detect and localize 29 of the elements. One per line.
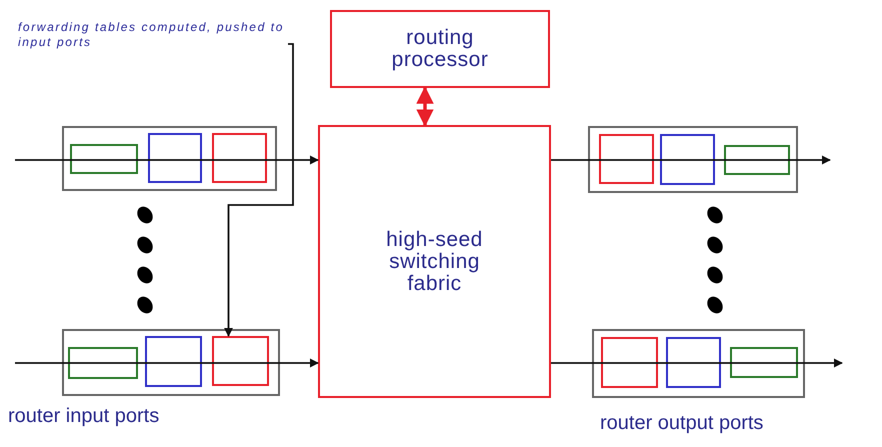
queue-box: [68, 347, 138, 379]
signal-arrow: [15, 358, 319, 368]
annotation-text: forwarding tables computed, pushed to input ports: [18, 20, 288, 50]
input-port-box: [62, 126, 277, 191]
queue-box: [666, 337, 721, 388]
queue-box: [212, 336, 269, 386]
input-port-box: [62, 329, 280, 396]
output-port-box: [592, 329, 805, 398]
processor-box: [330, 10, 550, 88]
queue-box: [660, 134, 715, 185]
signal-arrow: [551, 156, 831, 164]
switching-fabric-box: [318, 125, 551, 398]
section-label: router output ports: [600, 412, 764, 435]
node-label: high-seed switching fabric: [385, 228, 484, 294]
signal-arrow: [551, 358, 843, 368]
queue-box: [599, 134, 654, 184]
queue-box: [145, 336, 202, 387]
queue-box: [724, 145, 790, 175]
queue-box: [601, 337, 658, 388]
queue-box: [70, 144, 138, 174]
signal-arrow: [15, 156, 319, 164]
arrow: [224, 43, 294, 337]
output-port-box: [588, 126, 798, 193]
arrow: [416, 86, 434, 127]
queue-box: [212, 133, 267, 183]
queue-box: [730, 347, 798, 378]
section-label: router input ports: [8, 405, 160, 428]
node-label: routing processor: [390, 27, 490, 71]
queue-box: [148, 133, 202, 183]
